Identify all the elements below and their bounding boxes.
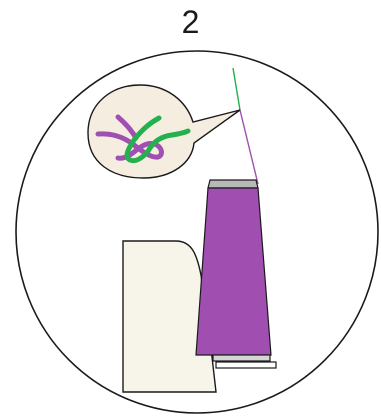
green-thread-line	[232, 67, 241, 111]
thread-cone-icon	[195, 179, 277, 369]
knot-green-thread	[124, 115, 191, 164]
spool-stand-plate	[215, 361, 277, 369]
cone-thread-body	[195, 187, 272, 356]
cone-base	[212, 354, 271, 362]
cone-top-cap	[207, 179, 259, 189]
purple-thread-line	[239, 109, 259, 185]
thread-knot-icon	[95, 114, 191, 164]
machine-body	[122, 240, 217, 393]
knot-callout	[87, 84, 241, 179]
step-number: 2	[181, 4, 200, 40]
